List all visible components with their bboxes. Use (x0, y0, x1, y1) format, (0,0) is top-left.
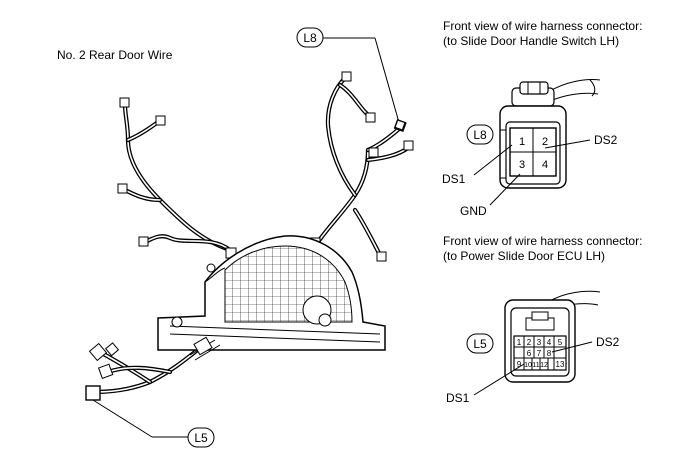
l8-tag-label: L8 (473, 128, 487, 142)
lower-connectors (85, 342, 120, 401)
l5-heading-line2: (to Power Slide Door ECU LH) (443, 249, 605, 263)
l8-heading-line2: (to Slide Door Handle Switch LH) (443, 34, 619, 48)
door-panel (157, 235, 386, 361)
callout-l8-label: L8 (303, 31, 317, 45)
l5-pin-9: 9 (517, 360, 522, 369)
l8-connector: 1 2 3 4 (499, 79, 601, 189)
l5-connector: 1 2 3 4 5 6 7 8 9 10 11 12 13 (504, 290, 601, 383)
l5-pin-7: 7 (537, 349, 542, 358)
l5-pin-12: 12 (540, 362, 548, 369)
harness-title: No. 2 Rear Door Wire (57, 48, 173, 62)
l5-ds1-label: DS1 (446, 391, 470, 405)
l8-pin-4: 4 (542, 159, 548, 171)
l5-tag (466, 333, 494, 354)
l5-pin-13: 13 (556, 360, 565, 369)
l5-pin-6: 6 (527, 349, 532, 358)
callout-l5-label: L5 (194, 431, 208, 445)
l8-pin-2: 2 (542, 136, 548, 148)
l5-tag-label: L5 (473, 337, 487, 351)
l5-pin-1: 1 (517, 338, 522, 347)
l5-heading-line1: Front view of wire harness connector: (443, 234, 642, 248)
l8-heading-line1: Front view of wire harness connector: (443, 19, 642, 33)
l5-pin-8: 8 (547, 349, 552, 358)
l5-pin-4: 4 (547, 338, 552, 347)
l8-ds1-label: DS1 (442, 172, 466, 186)
callout-l5: L5 (92, 399, 215, 448)
l5-pin-11: 11 (532, 362, 539, 369)
l8-ds2-label: DS2 (594, 133, 618, 147)
l5-pin-10: 10 (524, 362, 532, 369)
l8-pin-3: 3 (519, 159, 525, 171)
l5-pin-5: 5 (558, 338, 563, 347)
l8-tag (466, 124, 494, 145)
l8-gnd-label: GND (460, 204, 487, 218)
l5-pin-3: 3 (537, 338, 542, 347)
l5-pin-2: 2 (527, 338, 532, 347)
l8-pin-1: 1 (519, 136, 525, 148)
l5-ds2-label: DS2 (596, 335, 620, 349)
callout-l8: L8 (296, 27, 407, 132)
